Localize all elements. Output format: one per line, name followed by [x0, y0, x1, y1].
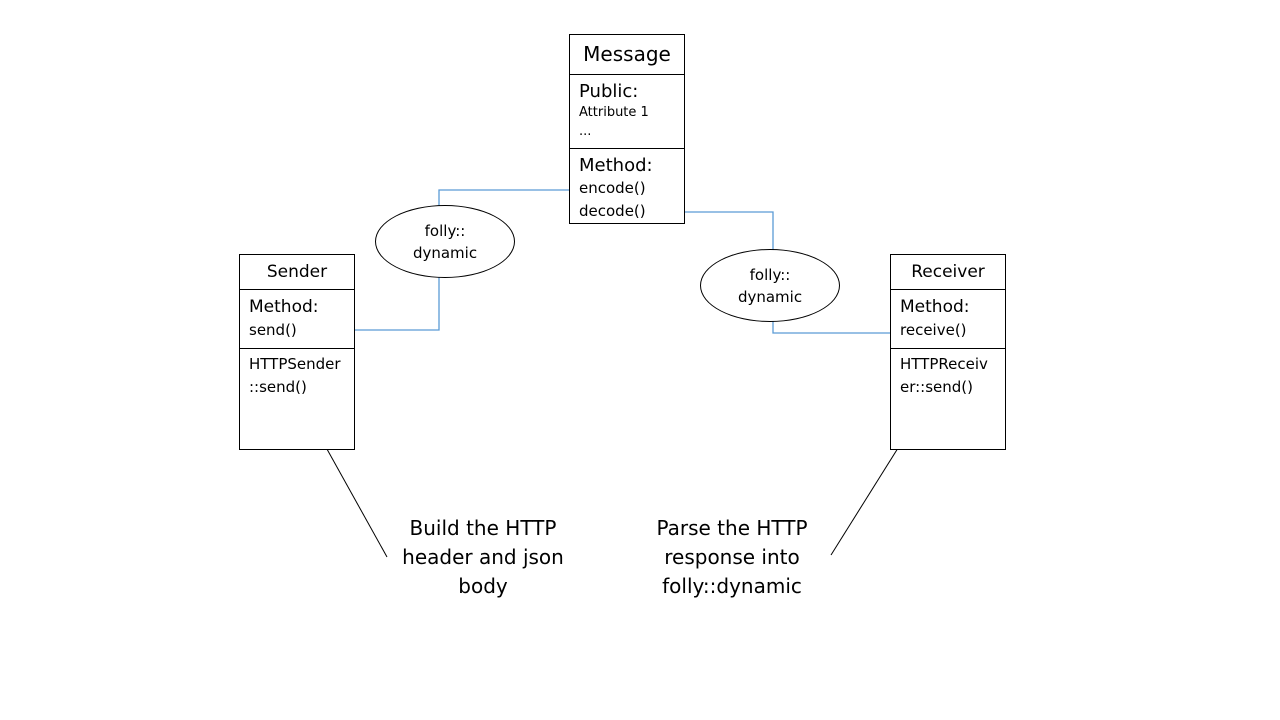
message-class-title: Message	[570, 35, 684, 75]
receiver-note-line3: folly::dynamic	[662, 574, 802, 598]
method-label: Method:	[900, 297, 970, 317]
ellipse-right-line1: folly::	[749, 265, 791, 284]
receiver-note-line1: Parse the HTTP	[656, 516, 808, 540]
decode-method: decode()	[579, 202, 646, 220]
method-label: Method:	[249, 297, 319, 317]
message-methods: Method: encode() decode()	[570, 149, 684, 222]
method-label: Method:	[579, 155, 653, 176]
receiver-class: Receiver Method: receive() HTTPReceiv er…	[890, 254, 1006, 450]
receiver-implementation: HTTPReceiv er::send()	[891, 349, 1005, 399]
sender-class-title: Sender	[240, 255, 354, 290]
receiver-note: Parse the HTTP response into folly::dyna…	[632, 514, 832, 601]
ellipse-left-line1: folly::	[424, 221, 466, 240]
sender-note-line2: header and json	[402, 545, 564, 569]
ellipse-right-line2: dynamic	[737, 287, 803, 306]
message-attributes: Public: Attribute 1 ...	[570, 75, 684, 149]
attribute-ellipsis: ...	[579, 124, 592, 139]
receiver-methods: Method: receive()	[891, 290, 1005, 349]
http-sender-line2: ::send()	[249, 378, 307, 396]
sender-note-line3: body	[458, 574, 508, 598]
send-method: send()	[249, 321, 297, 339]
receive-method: receive()	[900, 321, 967, 339]
receiver-note-line2: response into	[664, 545, 800, 569]
sender-implementation: HTTPSender ::send()	[240, 349, 354, 399]
sender-methods: Method: send()	[240, 290, 354, 349]
http-sender-line1: HTTPSender	[249, 355, 341, 373]
http-receiver-line1: HTTPReceiv	[900, 355, 988, 373]
sender-class: Sender Method: send() HTTPSender ::send(…	[239, 254, 355, 450]
folly-dynamic-ellipse-right: folly:: dynamic	[700, 249, 840, 322]
public-label: Public:	[579, 81, 639, 102]
ellipse-left-line2: dynamic	[412, 243, 478, 262]
receiver-class-title: Receiver	[891, 255, 1005, 290]
encode-method: encode()	[579, 179, 646, 197]
http-receiver-line2: er::send()	[900, 378, 974, 396]
sender-note: Build the HTTP header and json body	[383, 514, 583, 601]
attribute-1: Attribute 1	[579, 105, 649, 120]
message-class: Message Public: Attribute 1 ... Method: …	[569, 34, 685, 224]
folly-dynamic-ellipse-left: folly:: dynamic	[375, 205, 515, 278]
sender-note-line1: Build the HTTP	[409, 516, 557, 540]
